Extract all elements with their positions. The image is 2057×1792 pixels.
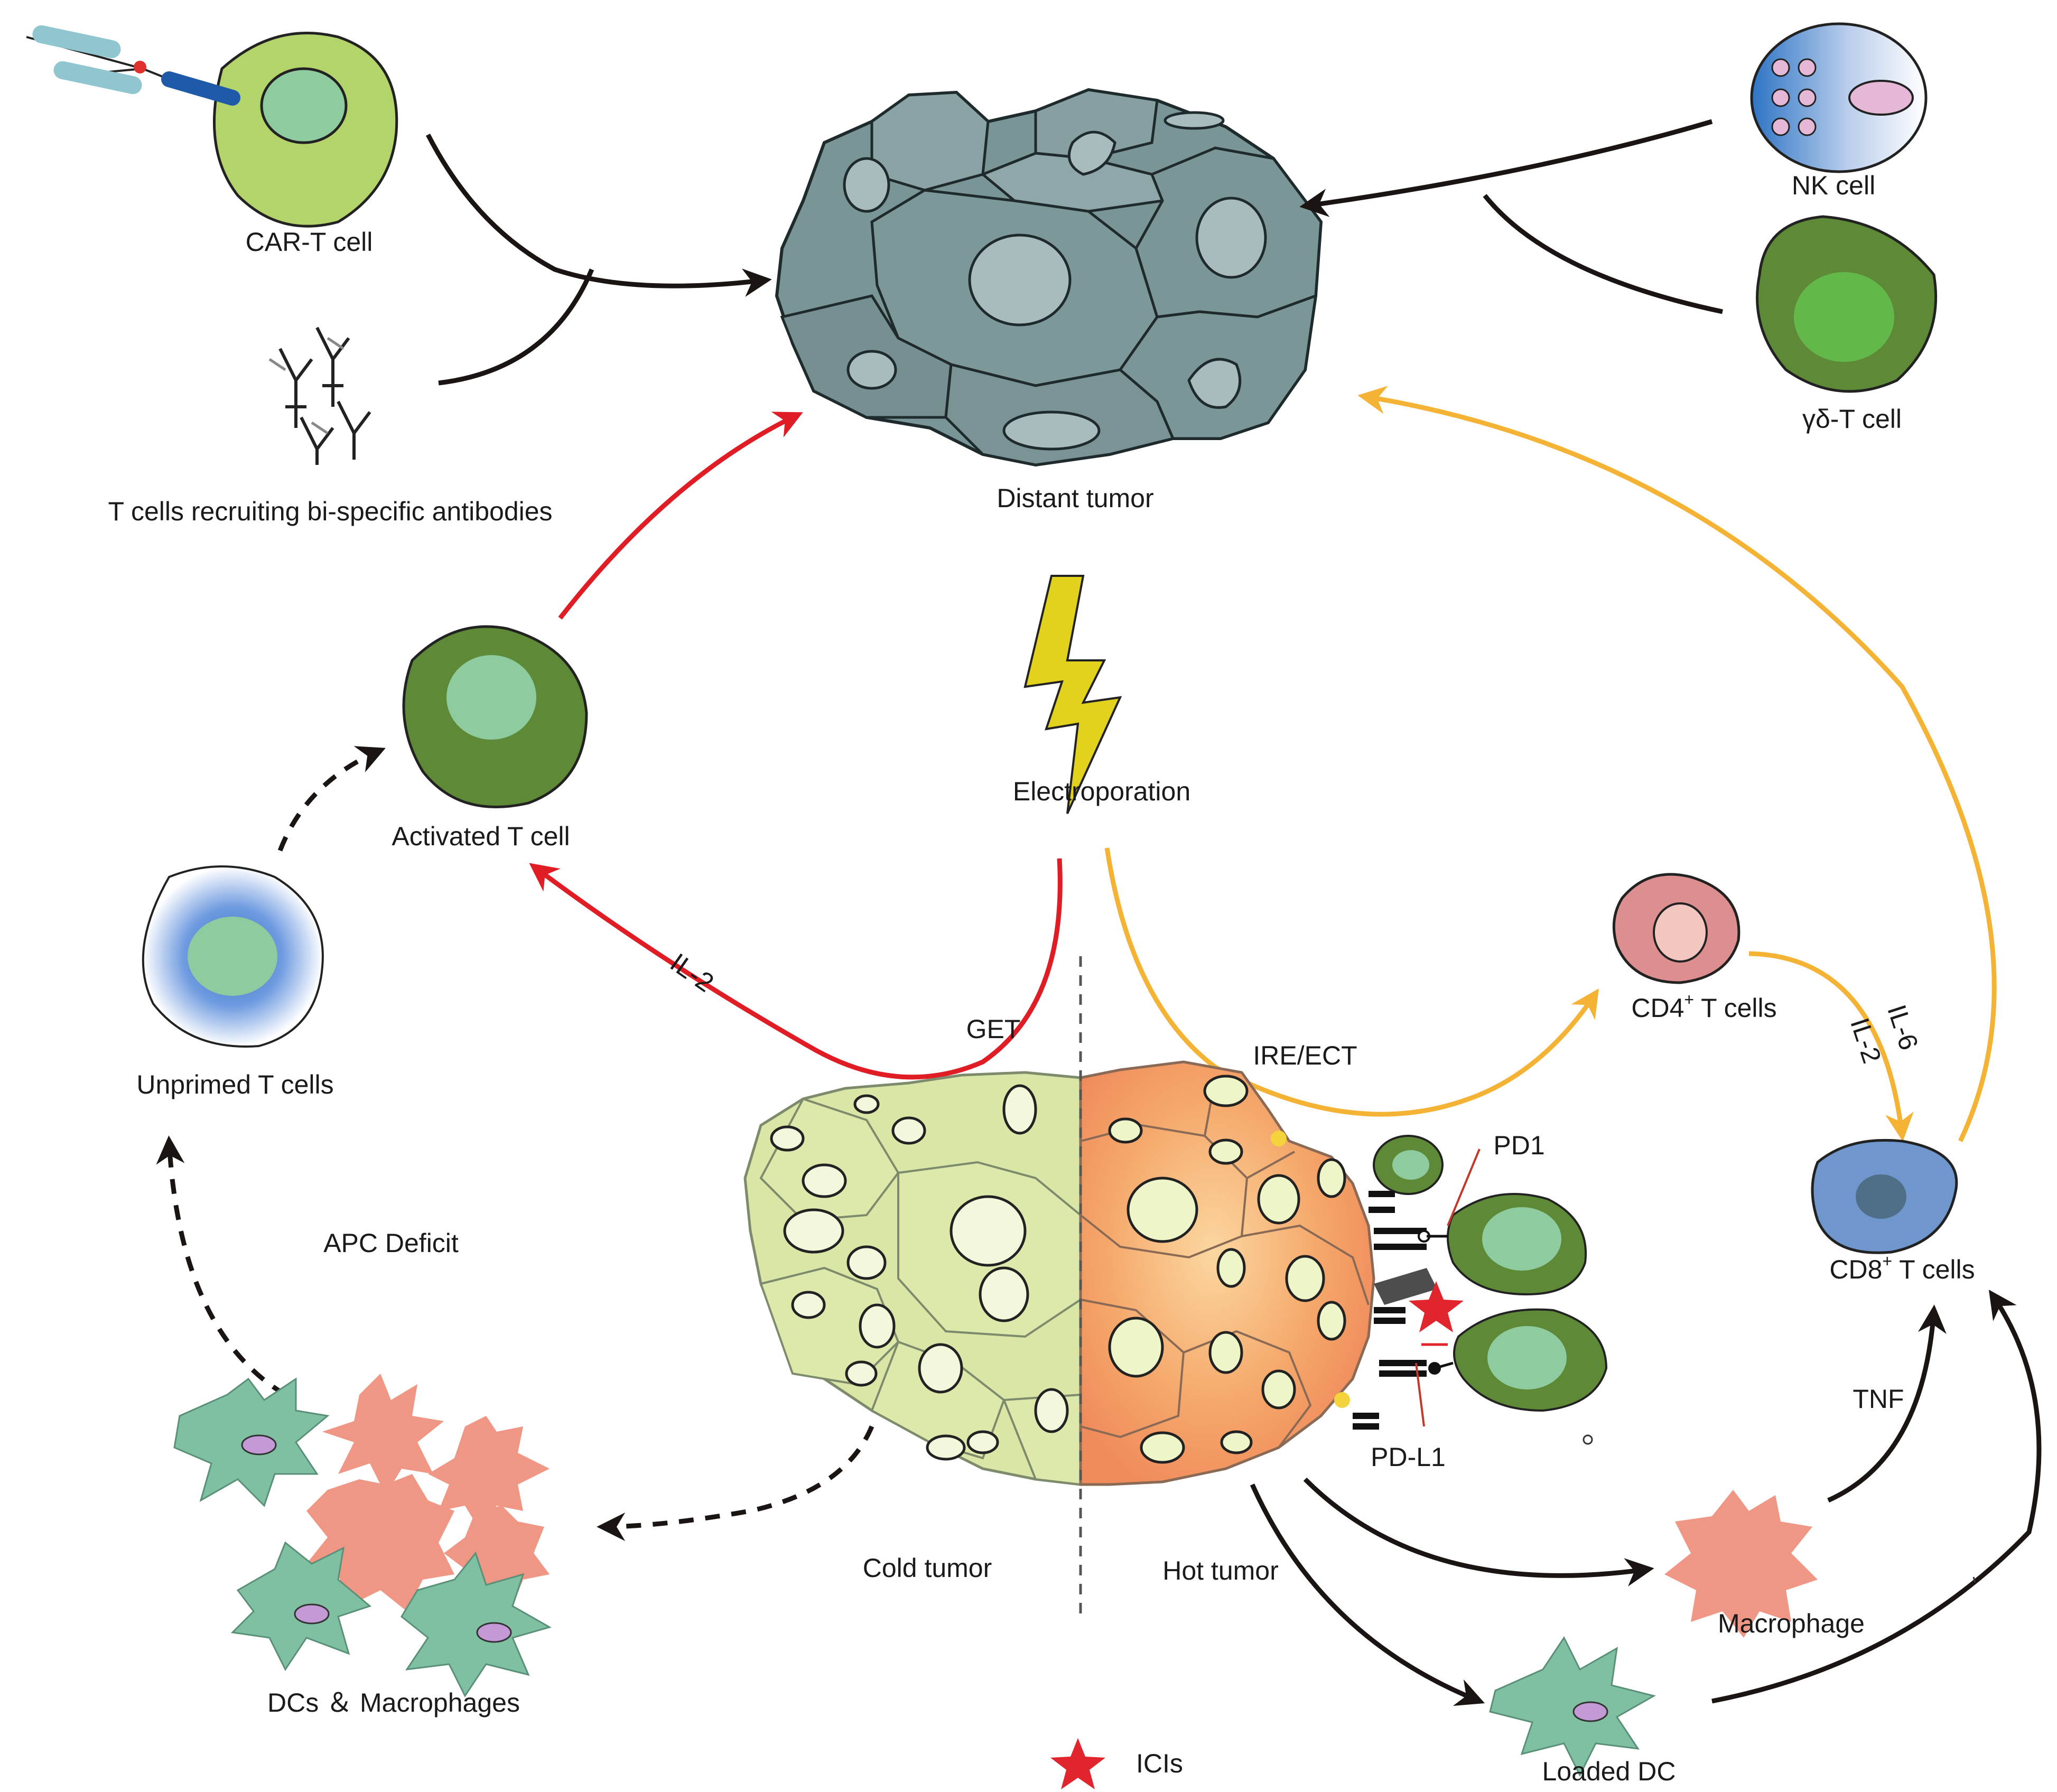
ici-star-icon xyxy=(1409,1281,1464,1332)
car-t-arrow xyxy=(425,133,772,297)
gamma-delta-t-cell xyxy=(1756,215,1938,393)
hot-tumor xyxy=(1079,1060,1375,1486)
car-t-cell xyxy=(212,32,398,228)
pd1-label: PD1 xyxy=(1493,1131,1544,1160)
dc-nuclei xyxy=(241,1434,512,1643)
get-label: GET xyxy=(966,1014,1021,1044)
ire-ect-label: IRE/ECT xyxy=(1253,1041,1357,1070)
pd1-t-cell-lower xyxy=(1453,1308,1608,1412)
lightning-icon xyxy=(1023,575,1122,814)
bispecific-antibody-icon xyxy=(268,326,371,465)
cd8-t-cells-label: CD8+ T cells xyxy=(1829,1252,1975,1284)
apc-deficit-label: APC Deficit xyxy=(323,1228,459,1258)
loaded-dc-label: Loaded DC xyxy=(1542,1757,1676,1786)
pdl1-label: PD-L1 xyxy=(1371,1442,1446,1472)
gamma-delta-t-cell-label: γδ-T cell xyxy=(1802,404,1902,434)
pd1-leader-line xyxy=(1447,1149,1481,1226)
tnf-label: TNF xyxy=(1853,1384,1904,1414)
activated-t-cell-label: Activated T cell xyxy=(392,822,570,851)
macrophage-cell xyxy=(1664,1490,1818,1638)
il2-b-label: IL-2 xyxy=(1845,1014,1887,1067)
legend-icis-label: ICIs xyxy=(1136,1749,1183,1778)
small-dot xyxy=(1583,1434,1593,1445)
apc-deficit-arrow xyxy=(156,1135,287,1397)
unprimed-t-cell xyxy=(142,865,324,1048)
hot-to-macrophage-arrow xyxy=(1303,1477,1654,1586)
unprimed-t-cells-label: Unprimed T cells xyxy=(136,1070,333,1099)
il6-label: IL-6 xyxy=(1882,1001,1924,1053)
loaded-dc-to-cd8-arrow xyxy=(1711,1290,2042,1704)
pd1-t-cell-upper xyxy=(1447,1193,1587,1296)
get-il2-arrow xyxy=(529,858,1063,1080)
activated-to-tumor-arrow xyxy=(558,412,803,620)
cd4-t-cell xyxy=(1612,873,1740,984)
distant-tumor xyxy=(775,88,1323,467)
cold-tumor-label: Cold tumor xyxy=(863,1553,992,1583)
macrophage-label: Macrophage xyxy=(1718,1609,1865,1638)
unprimed-to-activated-arrow xyxy=(277,746,386,852)
car-t-cell-label: CAR-T cell xyxy=(246,227,373,257)
activated-t-cell xyxy=(402,625,588,808)
gamma-delta-arrow xyxy=(1483,194,1723,314)
nk-cell-label: NK cell xyxy=(1792,171,1875,200)
nk-arrow xyxy=(1299,119,1713,217)
cold-tumor xyxy=(743,1071,1082,1486)
pd1-t-cell-small xyxy=(1373,1135,1444,1195)
pd1-receptors xyxy=(1353,1191,1427,1430)
bispecific-label: T cells recruiting bi-specific antibodie… xyxy=(108,497,552,526)
cd4-t-cells-label: CD4+ T cells xyxy=(1631,990,1776,1023)
loaded-dc-cell xyxy=(1489,1636,1656,1777)
electroporation-label: Electroporation xyxy=(1013,777,1190,806)
cold-to-apc-arrow xyxy=(597,1425,874,1541)
macrophage-to-cd8-arrow xyxy=(1827,1304,1947,1503)
dcs-macrophages-label: DCs ＆ Macrophages xyxy=(267,1688,520,1718)
nk-cell xyxy=(1750,22,1928,173)
hot-to-loaded-dc-arrow xyxy=(1250,1483,1485,1706)
hot-tumor-label: Hot tumor xyxy=(1162,1556,1279,1585)
legend-ici-star-icon xyxy=(1050,1738,1105,1789)
distant-tumor-label: Distant tumor xyxy=(997,483,1153,513)
cd8-t-cell xyxy=(1811,1138,1958,1254)
pdl1-leader-line xyxy=(1415,1362,1425,1427)
ire-ect-arrow xyxy=(1104,847,1599,1117)
macrophage-cluster xyxy=(306,1374,550,1611)
cd4-to-cd8-arrow xyxy=(1748,951,1914,1142)
cd8-to-tumor-arrow xyxy=(1357,386,1997,1142)
bispecific-arrow xyxy=(438,268,594,386)
small-tick xyxy=(1972,1576,1976,1583)
car-receptor-icon xyxy=(26,25,240,106)
